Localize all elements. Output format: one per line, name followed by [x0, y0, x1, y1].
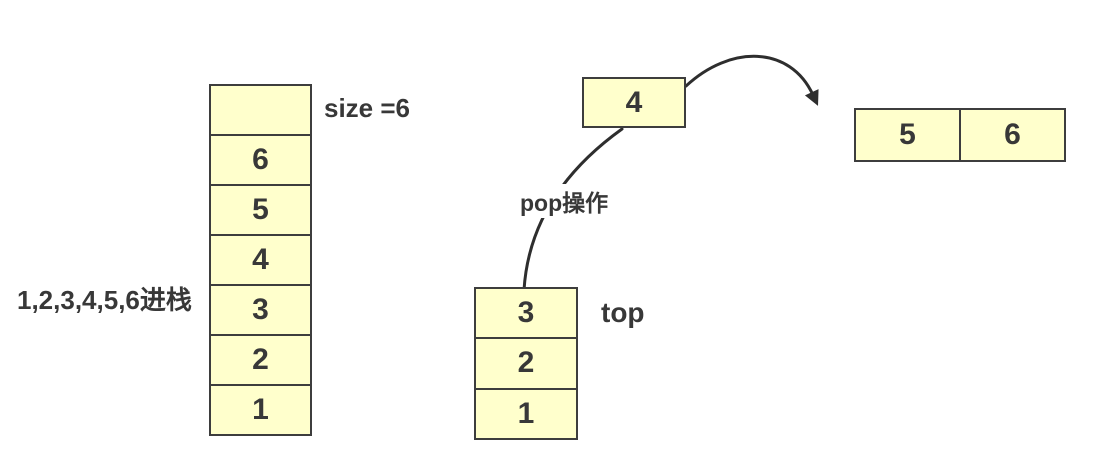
full-stack: 6 5 4 3 2 1: [209, 84, 312, 436]
popped-out-row: 5 6: [854, 108, 1066, 162]
stack-cell: 5: [211, 186, 310, 236]
popped-cell: 6: [1004, 118, 1021, 151]
stack-cell: 4: [211, 236, 310, 286]
stack-cell: 3: [476, 289, 576, 340]
popped-element-box: 4: [582, 77, 686, 128]
stack-cell-empty: [211, 86, 310, 136]
popped-cell: 5: [856, 110, 961, 160]
pop-operation-label: pop操作: [518, 184, 611, 218]
stack-cell: 2: [476, 339, 576, 390]
stack-cell: 3: [211, 286, 310, 336]
current-stack: 3 2 1: [474, 287, 578, 440]
pop-out-arrow: [684, 54, 819, 106]
stack-cell: 6: [211, 136, 310, 186]
stack-cell: 2: [211, 336, 310, 386]
stack-cell: 1: [517, 396, 535, 430]
top-pointer-label: top: [601, 297, 645, 328]
size-label: size =6: [324, 93, 411, 123]
stack-cell: 1: [252, 393, 269, 426]
push-sequence-label: 1,2,3,4,5,6进栈: [17, 285, 192, 315]
